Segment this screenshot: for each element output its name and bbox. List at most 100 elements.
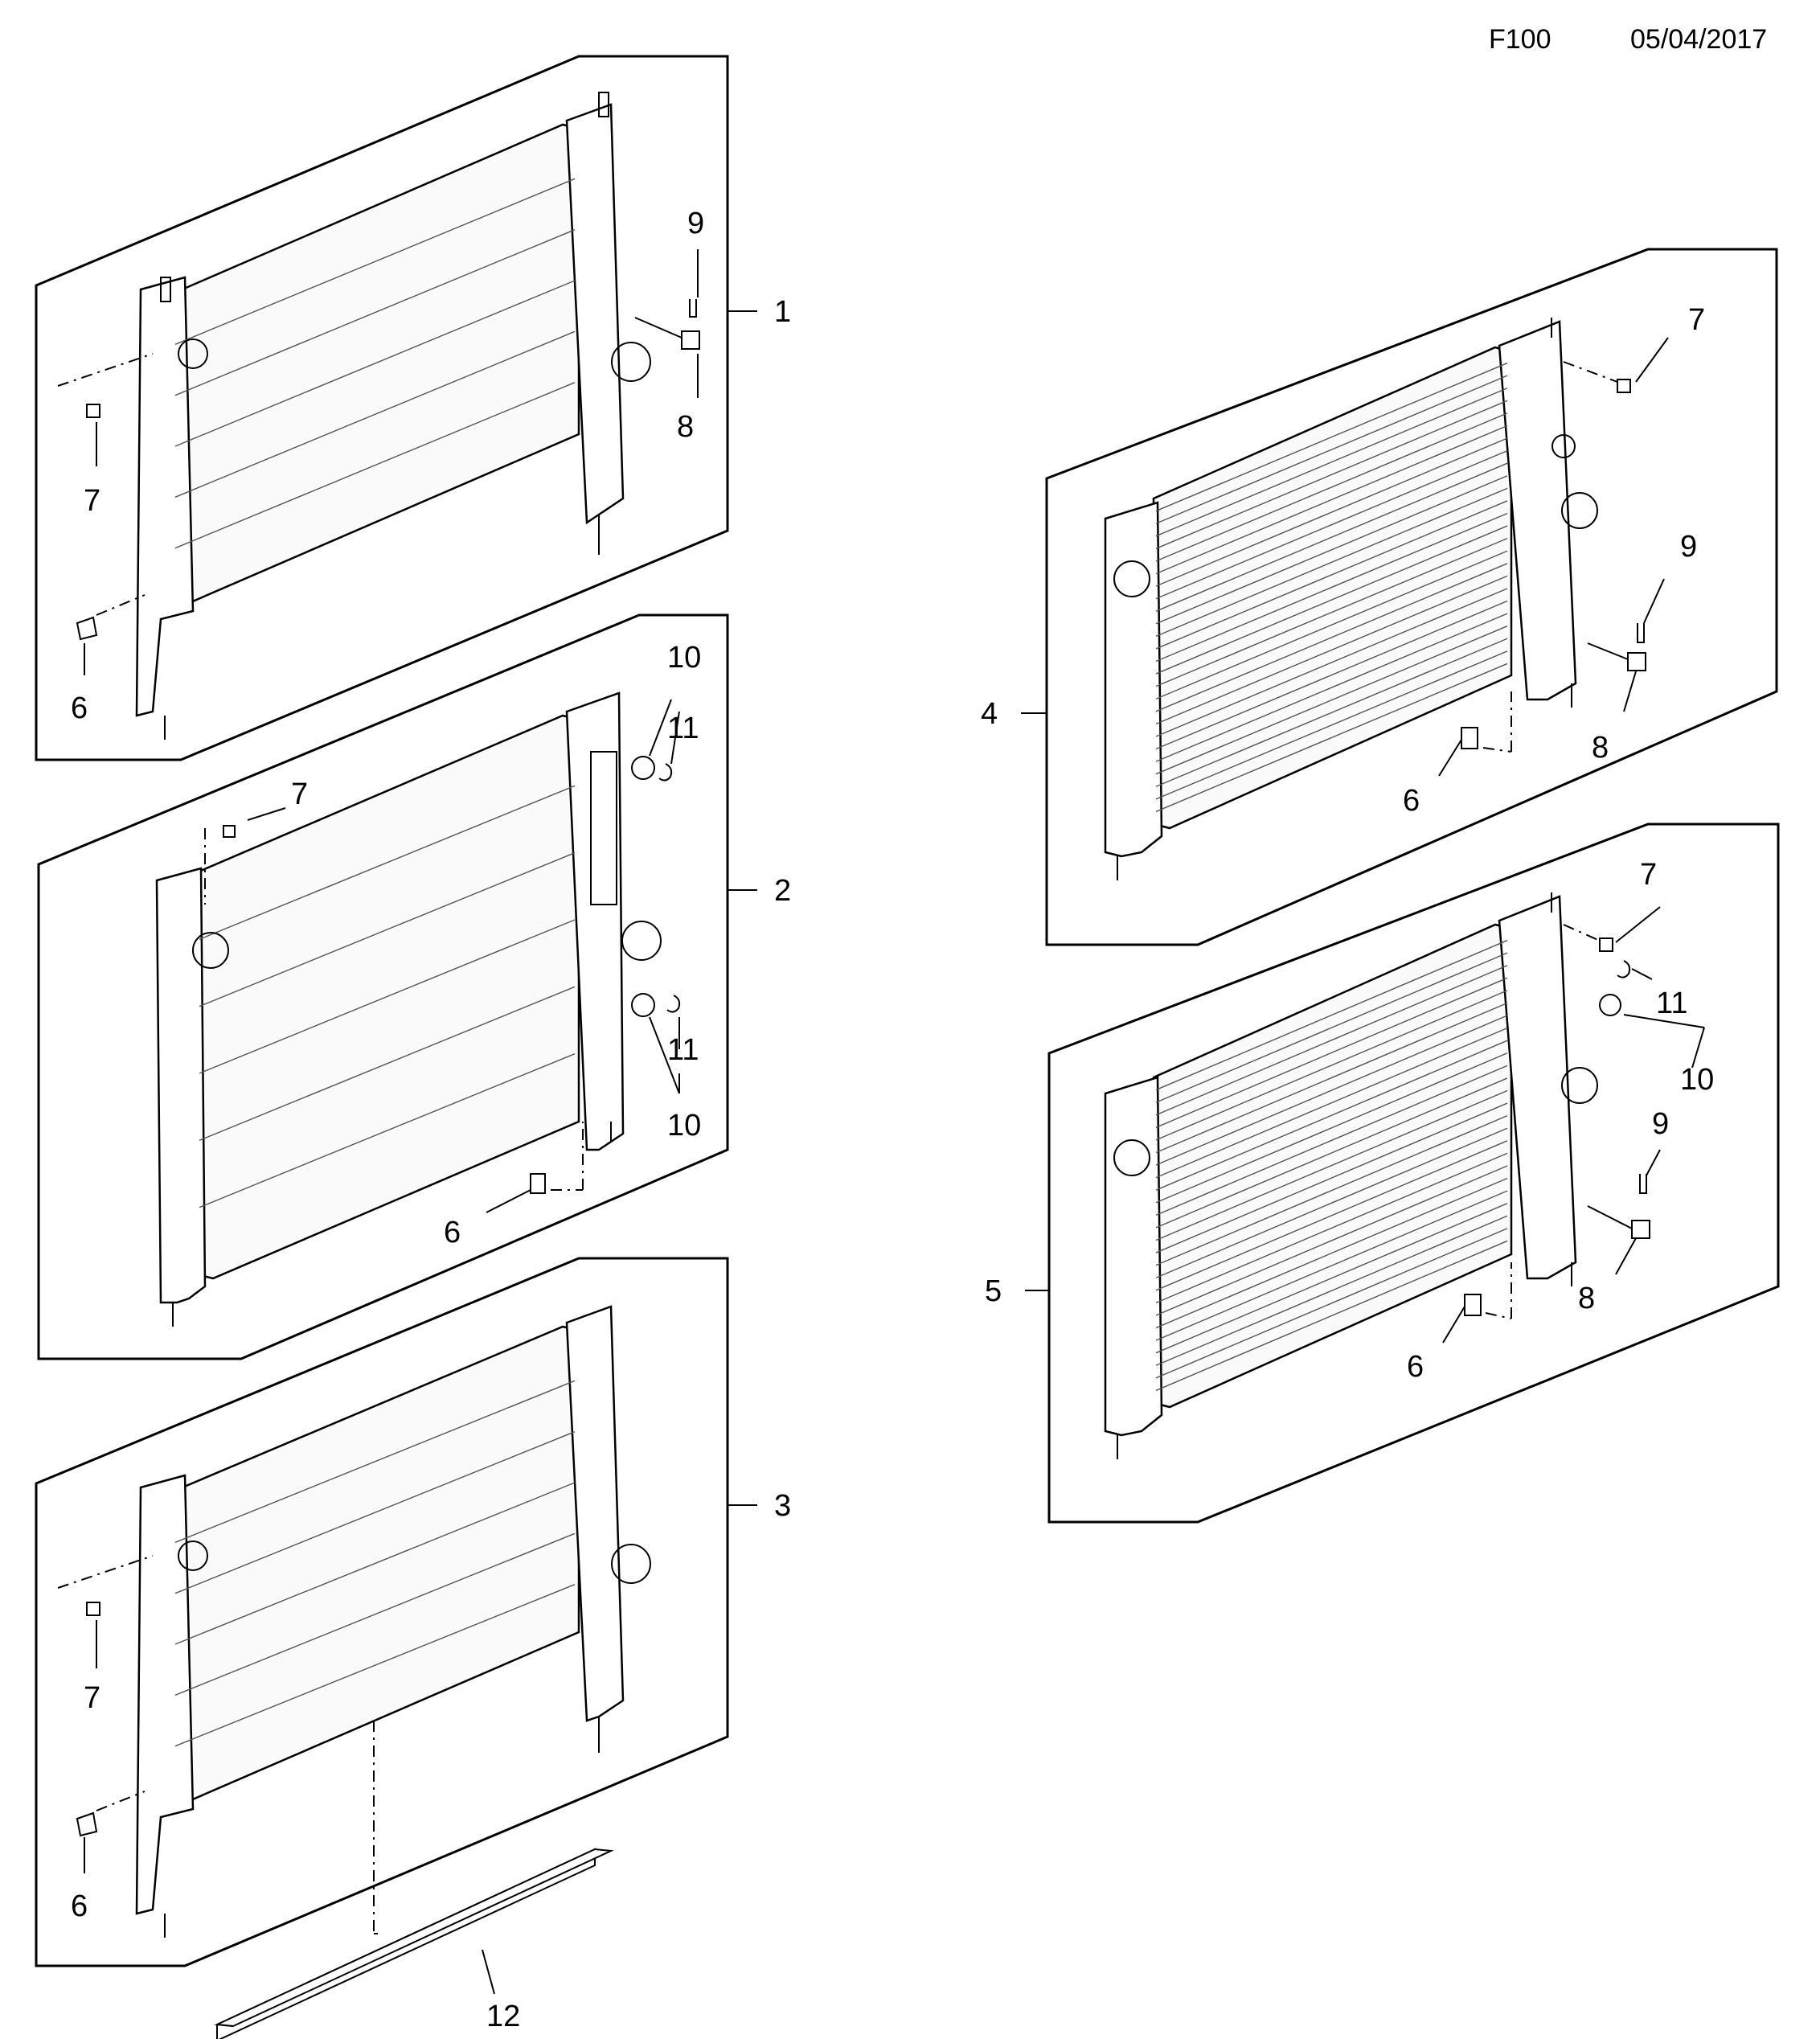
callout-2-11-upper: 11 [667, 712, 699, 745]
callout-4-7: 7 [1688, 303, 1705, 337]
callout-2-7: 7 [291, 777, 308, 811]
fin-line [1155, 449, 1508, 600]
fin-line [1155, 1002, 1508, 1154]
fin-line [174, 1431, 576, 1594]
fin-line [1155, 952, 1508, 1103]
part-7-screw [57, 1555, 154, 1616]
fin-line [1155, 1015, 1508, 1166]
fin-line [1155, 1203, 1508, 1354]
fin-line [1155, 362, 1508, 512]
fin-line [1155, 1089, 1508, 1241]
fin-line [1155, 400, 1508, 549]
fin-line [174, 1584, 576, 1747]
fin-line [1155, 939, 1508, 1091]
callout-4-8: 8 [1592, 731, 1609, 765]
assembly-label-4: 4 [981, 697, 998, 731]
diagram-date: 05/04/2017 [1630, 24, 1768, 55]
fin-line [1155, 512, 1508, 663]
part-7-screw [1563, 361, 1631, 393]
callout-2-11-lower: 11 [667, 1033, 699, 1067]
callout-4-9: 9 [1680, 530, 1697, 564]
fin-line [1155, 613, 1508, 762]
part-12-foam-strip [214, 1848, 614, 2039]
radiator-3-drawing [135, 1305, 651, 1938]
assembly-5-frame [1047, 823, 1780, 1524]
callout-5-6: 6 [1407, 1350, 1424, 1384]
fin-line [1155, 638, 1508, 787]
assembly-2: 10 11 7 11 10 6 2 [37, 613, 791, 1360]
fin-line [174, 1532, 576, 1696]
fin-line [1155, 1077, 1508, 1229]
callout-1-6: 6 [71, 691, 88, 725]
radiator-5-drawing [1104, 892, 1598, 1459]
assembly-3-frame [35, 1257, 729, 1967]
fin-line [199, 1053, 576, 1208]
part-8-bolt [1587, 642, 1646, 671]
radiator-2-drawing [155, 691, 662, 1327]
assembly-4: 7 9 8 6 4 [981, 248, 1778, 946]
fin-line [174, 1380, 576, 1543]
callout-5-11: 11 [1656, 987, 1687, 1020]
callout-5-8: 8 [1578, 1282, 1595, 1315]
fin-line [1155, 990, 1508, 1141]
callout-5-7: 7 [1640, 858, 1657, 892]
fin-line [1155, 1102, 1508, 1253]
fin-line [174, 1482, 576, 1645]
fin-line [1155, 1165, 1508, 1316]
fin-line [174, 280, 576, 447]
part-7-screw [1563, 924, 1613, 952]
fin-line [1155, 1215, 1508, 1366]
callout-2-10-lower: 10 [667, 1109, 701, 1143]
fin-line [1155, 965, 1508, 1116]
callout-3-12: 12 [486, 2000, 520, 2033]
fin-line [174, 382, 576, 549]
fin-line [1155, 425, 1508, 575]
fin-line [1155, 977, 1508, 1128]
fin-line [1155, 1177, 1508, 1329]
part-6-grommet [1461, 691, 1512, 753]
fin-line [199, 986, 576, 1141]
fin-line [1155, 600, 1508, 750]
part-9-clip [689, 299, 697, 318]
radiator-5-fins [1155, 939, 1508, 1392]
fin-line [1155, 575, 1508, 725]
callout-4-6: 6 [1403, 784, 1420, 818]
part-11-clip-upper [658, 763, 673, 782]
fin-line [1155, 1115, 1508, 1266]
fin-line [174, 330, 576, 498]
fin-line [1155, 1027, 1508, 1179]
assembly-label-2: 2 [774, 874, 791, 908]
fin-line [1155, 1065, 1508, 1216]
fin-line [1155, 525, 1508, 675]
fin-line [174, 229, 576, 396]
part-9-clip [1637, 623, 1645, 643]
fin-line [1155, 1190, 1508, 1341]
part-9-clip [1639, 1174, 1647, 1194]
fin-line [1155, 1228, 1508, 1379]
fin-line [1155, 1040, 1508, 1191]
callout-2-10-upper: 10 [667, 641, 701, 675]
diagram-code: F100 [1489, 24, 1552, 55]
fin-line [174, 178, 576, 345]
fin-line [1155, 1052, 1508, 1204]
fin-line [1155, 1140, 1508, 1291]
fin-line [1155, 663, 1508, 813]
radiator-1-fins [174, 178, 576, 549]
radiator-1-drawing [135, 92, 651, 740]
fin-line [1155, 1240, 1508, 1392]
callout-1-7: 7 [84, 484, 100, 518]
callout-5-10: 10 [1680, 1063, 1714, 1097]
fin-line [199, 785, 576, 940]
callout-2-6: 6 [444, 1216, 461, 1249]
fin-line [199, 919, 576, 1074]
assembly-3: 7 6 12 3 [35, 1257, 791, 2039]
part-7-screw [57, 353, 154, 418]
fin-line [1155, 412, 1508, 562]
part-10-grommet [1599, 994, 1621, 1016]
callout-1-8: 8 [677, 410, 694, 444]
fin-line [1155, 588, 1508, 737]
fin-line [1155, 538, 1508, 687]
callout-5-9: 9 [1652, 1107, 1669, 1141]
assembly-4-frame [1045, 248, 1778, 946]
